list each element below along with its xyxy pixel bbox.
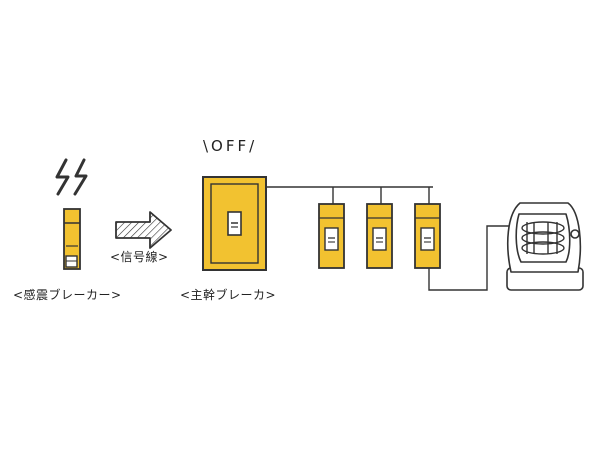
- main-breaker-panel-icon: [202, 176, 267, 271]
- branch-breaker-icon: [366, 203, 393, 269]
- hatched-arrow-icon: [115, 211, 172, 249]
- electric-heater-icon: [506, 202, 584, 291]
- branch-breaker-icon: [414, 203, 441, 269]
- branch-breaker-icon: [318, 203, 345, 269]
- off-label: \OFF/: [203, 137, 258, 155]
- seismic-sensor-icon: [63, 208, 81, 270]
- lightning-bolt-icon: [55, 158, 88, 196]
- seismic-breaker-label: <感震ブレーカー>: [13, 288, 122, 302]
- main-breaker-label: <主幹ブレーカ>: [180, 288, 277, 302]
- wiring: [266, 186, 510, 291]
- signal-line-label: <信号線>: [110, 250, 169, 264]
